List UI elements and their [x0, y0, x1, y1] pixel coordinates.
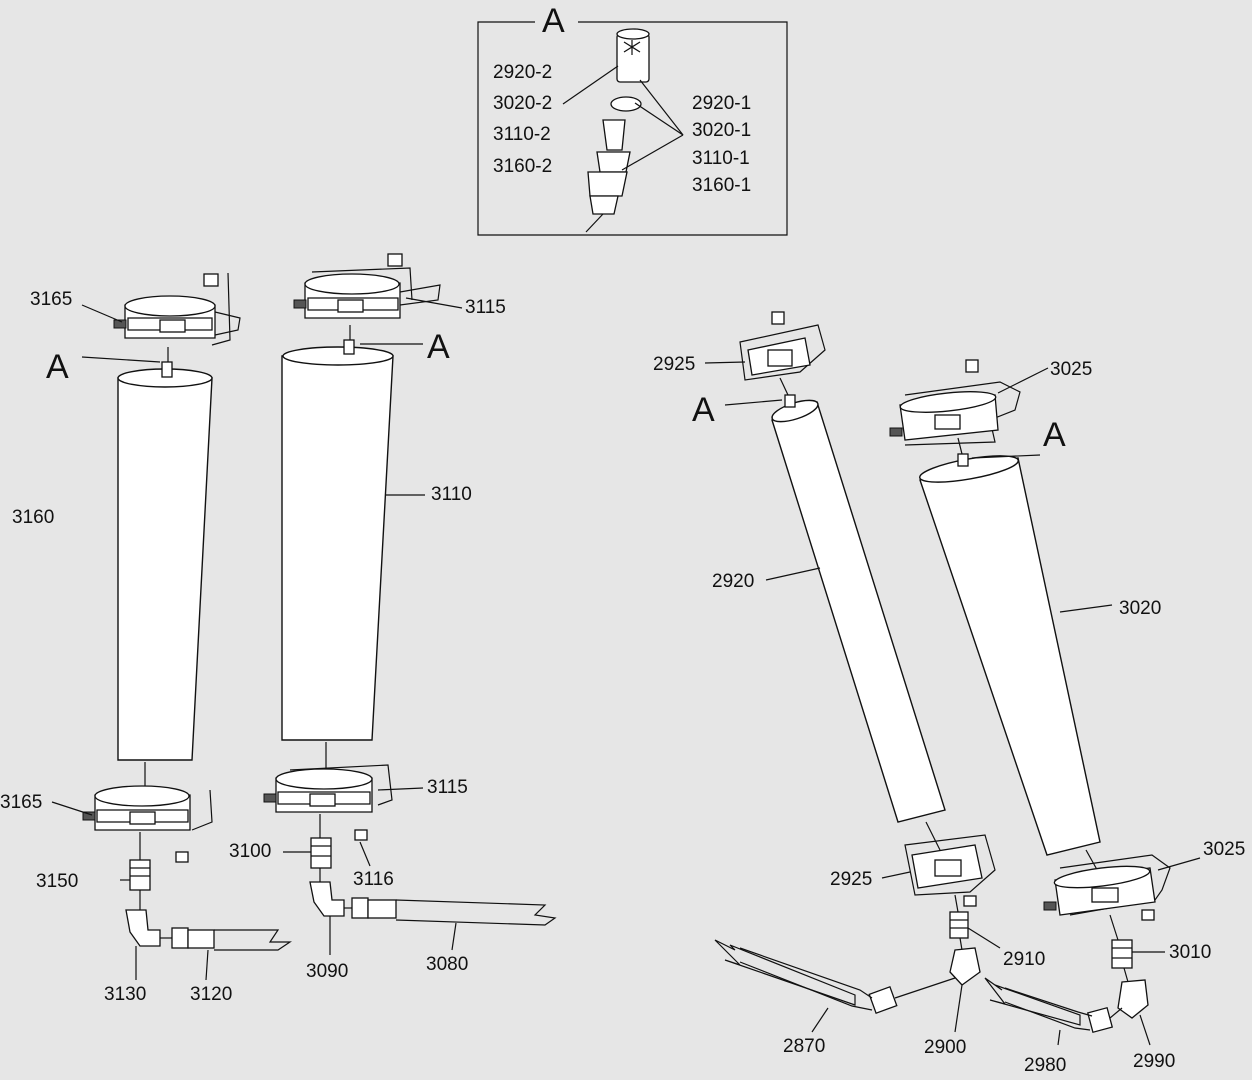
label-2920: 2920	[712, 571, 755, 592]
clamp-2925-top	[704, 311, 826, 381]
a-marker-3160: A	[46, 348, 69, 386]
label-3080: 3080	[426, 954, 469, 975]
detail-label-3160-2: 3160-2	[493, 156, 553, 177]
label-2925-bottom: 2925	[830, 869, 873, 890]
label-3020: 3020	[1119, 598, 1162, 619]
label-3110: 3110	[431, 484, 472, 505]
label-3116: 3116	[353, 869, 394, 890]
label-3120: 3120	[190, 984, 233, 1005]
clamp-3115-top	[293, 253, 463, 319]
detail-label-2920-2: 2920-2	[493, 62, 553, 83]
cylinder-3110	[281, 325, 425, 770]
hose-assembly-2980	[984, 914, 1165, 1046]
label-2990: 2990	[1133, 1051, 1176, 1072]
clamp-3115-bottom	[263, 764, 424, 867]
a-marker-3110: A	[427, 328, 450, 366]
label-3025-bottom: 3025	[1203, 839, 1246, 860]
label-3150: 3150	[36, 871, 79, 892]
clamp-3165-bottom	[51, 785, 213, 863]
label-3090: 3090	[306, 961, 349, 982]
detail-label-2920-1: 2920-1	[692, 93, 752, 114]
label-2925-top: 2925	[653, 354, 696, 375]
hose-assembly-3120	[120, 832, 292, 981]
label-3025-top: 3025	[1050, 359, 1093, 380]
detail-box-title: A	[542, 2, 565, 40]
detail-label-3110-1: 3110-1	[692, 148, 750, 169]
label-3165-bottom: 3165	[0, 792, 43, 813]
label-3130: 3130	[104, 984, 147, 1005]
detail-label-3020-1: 3020-1	[692, 120, 752, 141]
cylinder-2920	[724, 377, 946, 851]
detail-label-3110-2: 3110-2	[493, 124, 551, 145]
label-2900: 2900	[924, 1037, 967, 1058]
a-marker-3020: A	[1043, 416, 1066, 454]
label-2910: 2910	[1003, 949, 1046, 970]
label-2980: 2980	[1024, 1055, 1067, 1076]
label-3010: 3010	[1169, 942, 1212, 963]
clamp-3025-bottom	[1043, 854, 1201, 921]
a-marker-2920: A	[692, 391, 715, 429]
cylinder-3020	[919, 437, 1113, 876]
clamp-2925-bottom	[881, 834, 996, 907]
hose-assembly-3080	[283, 814, 557, 955]
detail-label-3020-2: 3020-2	[493, 93, 553, 114]
label-3160: 3160	[12, 507, 55, 528]
clamp-3025-top	[889, 359, 1049, 446]
label-3115-top: 3115	[465, 297, 506, 318]
label-2870: 2870	[783, 1036, 826, 1057]
label-3165-top: 3165	[30, 289, 73, 310]
clamp-3165-top	[81, 272, 241, 346]
detail-label-3160-1: 3160-1	[692, 175, 752, 196]
label-3115-bottom: 3115	[427, 777, 468, 798]
label-3100: 3100	[229, 841, 272, 862]
detail-box-a	[477, 21, 788, 236]
cylinder-3160	[81, 347, 213, 800]
hose-assembly-2870	[714, 894, 1001, 1033]
